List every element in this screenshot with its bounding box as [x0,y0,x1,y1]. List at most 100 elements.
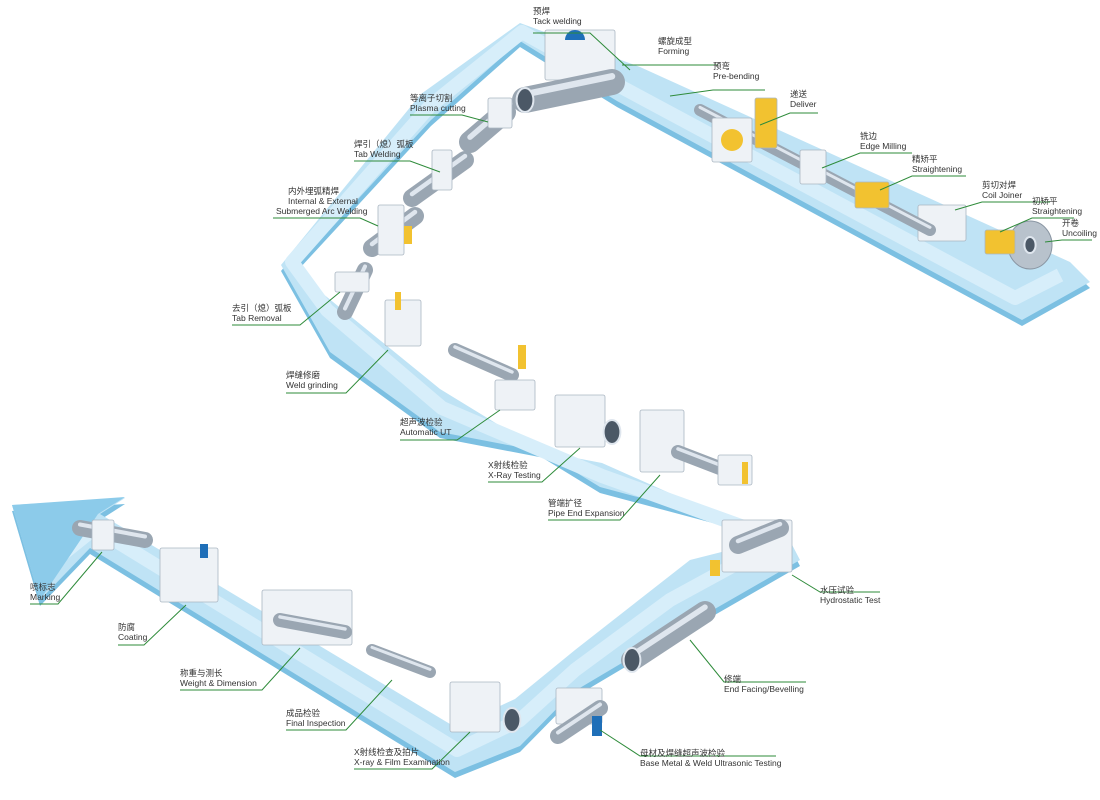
station-name-zh: 防腐 [118,622,136,632]
ut-pipe-shine [453,345,514,374]
station-leader-line [354,731,471,770]
final-inspection-pipe [366,644,436,678]
station-name-zh: 剪切对焊 [982,180,1017,190]
station-name-en: Coating [118,632,148,642]
forming-pipe [512,69,625,113]
edge-milling-machine [799,149,827,185]
station-name-en: Marking [30,592,61,602]
station-name-zh: 去引（熄）弧板 [232,303,292,313]
tab-welding-frame [431,149,453,191]
station-name-en: Internal & External [288,196,358,206]
station-leader-line [30,551,103,605]
expansion-ram [742,462,748,484]
station-name-en: Uncoiling [1062,228,1097,238]
station-name-zh: 母材及焊缝超声波检验 [640,748,726,758]
station-name-zh: X射线检查及拍片 [354,747,419,757]
station-name-zh: 开卷 [1062,218,1080,228]
station-leader-line [410,114,489,123]
conveyor-belt [12,23,1090,778]
station-name-zh: 超声波检验 [400,417,443,427]
base-metal-ut-pipe [550,700,608,744]
belt-surface [12,23,1090,772]
station-name-zh: 预弯 [713,61,730,71]
x-ray-film-chamber [449,681,501,733]
station-leader-line [273,217,379,227]
coating-machine [159,547,219,603]
station-name-zh: 精矫平 [912,154,938,164]
machines [72,29,1053,744]
station-name-en: Pipe End Expansion [548,508,625,518]
station-name-zh: 焊引（熄）弧板 [354,139,414,149]
station-name-zh: 递送 [790,89,808,99]
straightener-2 [854,181,890,209]
ut-probe [518,345,526,369]
hydro-valve [710,560,720,576]
station-name-en: Weight & Dimension [180,678,257,688]
station-name-en: Deliver [790,99,817,109]
weld-grinding-machine [384,299,422,347]
station-name-en: Tab Welding [354,149,401,159]
tab-removal-frame [334,271,370,293]
coating-nozzle [200,544,208,558]
hydro-pipe-shine [735,521,783,544]
station-name-zh: 铣边 [860,131,878,141]
station-name-zh: 等离子切割 [410,93,453,103]
station-leader-line [821,152,912,169]
coil-core [1023,236,1037,254]
station-leader-line [999,217,1074,233]
station-name-zh: 修端 [724,674,742,684]
station-name-en: Edge Milling [860,141,907,151]
station-leader-line [488,447,581,483]
ut-console [592,716,602,736]
plasma-cutting-machine [487,97,513,129]
station-leader-line [533,32,631,71]
marking-machine [91,519,115,551]
station-name-en: Hydrostatic Test [820,595,881,605]
ut-pipe [448,343,519,382]
station-name-en: End Facing/Bevelling [724,684,804,694]
station-leader-line [879,175,966,191]
automatic-ut-machine [494,379,536,411]
station-name-zh: 预焊 [533,6,551,16]
station-name-en: Weld grinding [286,380,338,390]
station-leader-line [118,604,187,646]
station-name-zh: X射线检验 [488,460,528,470]
station-name-en: Forming [658,46,689,56]
saw-welding-head [404,226,412,244]
station-name-en: Final Inspection [286,718,346,728]
station-name-en: Base Metal & Weld Ultrasonic Testing [640,758,782,768]
base-metal-ut-pipe-shine [556,702,602,735]
station-leader-line [548,474,661,521]
station-name-zh: 初矫平 [1032,196,1058,206]
station-name-zh: 成品检验 [286,708,321,718]
station-leader-line [599,729,776,757]
saw-welding-frame [377,204,405,256]
station-name-zh: 螺旋成型 [658,36,693,46]
station-name-en: Coil Joiner [982,190,1022,200]
expansion-machine [639,409,685,473]
station-name-en: Automatic UT [400,427,452,437]
weighing-pipe [273,613,352,639]
grinding-arm [395,292,401,310]
station-name-zh: 喷标志 [30,582,56,592]
